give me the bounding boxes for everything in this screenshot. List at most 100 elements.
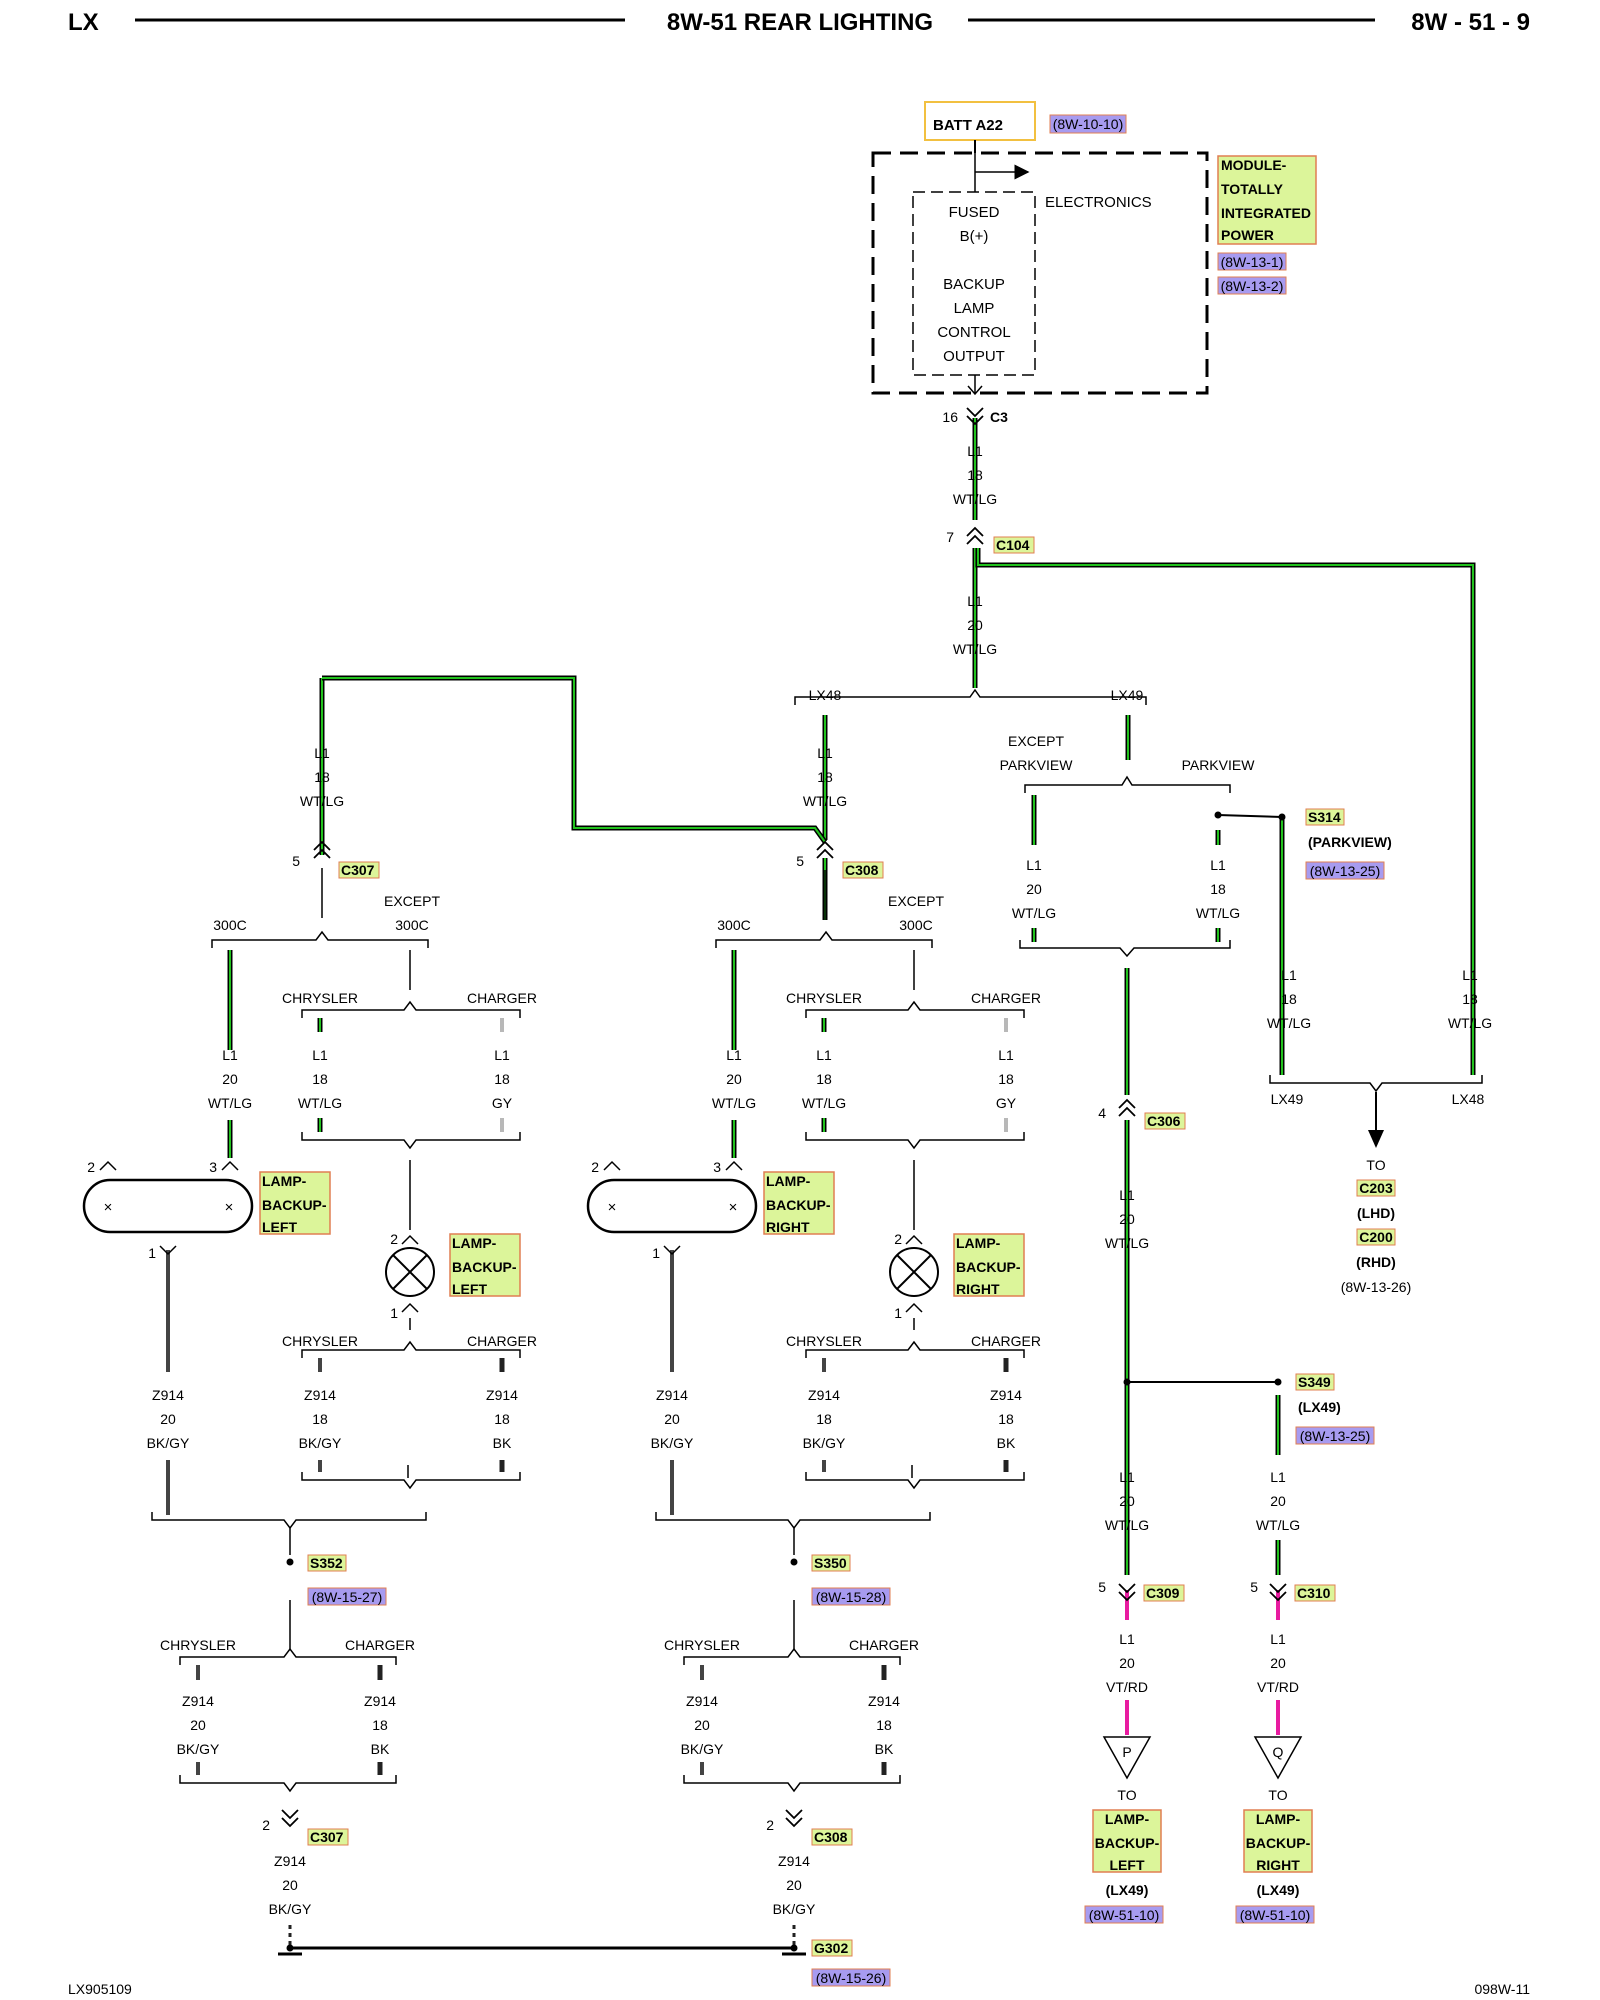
lamp-name-line: RIGHT <box>766 1219 810 1235</box>
inner-line: B(+) <box>960 228 989 245</box>
svg-text:WT/LG: WT/LG <box>1448 1015 1492 1031</box>
svg-text:WT/LG: WT/LG <box>1196 905 1240 921</box>
ref-name-line: LAMP- <box>1105 1811 1150 1827</box>
svg-text:18: 18 <box>816 1071 832 1087</box>
option-label: CHRYSLER <box>160 1637 236 1653</box>
pin-label: 3 <box>209 1159 217 1175</box>
inner-line: LAMP <box>954 300 995 317</box>
svg-text:18: 18 <box>998 1071 1014 1087</box>
lamp-name-line: LAMP- <box>262 1173 307 1189</box>
ref-sub: (LX49) <box>1257 1882 1300 1898</box>
inner-line: CONTROL <box>937 324 1010 341</box>
splice-name: S350 <box>814 1555 847 1571</box>
svg-text:Z914: Z914 <box>868 1693 900 1709</box>
connector-pin: 7 <box>946 529 954 545</box>
connector-name: C308 <box>845 862 879 878</box>
splice-name: S352 <box>310 1555 343 1571</box>
bracket-bot-r <box>683 1647 901 1665</box>
ground-wires <box>166 1250 1009 1956</box>
header-right: 8W - 51 - 9 <box>1411 9 1530 36</box>
option-label: EXCEPT <box>888 893 944 909</box>
option-label: EXCEPT <box>1008 733 1064 749</box>
svg-text:WT/LG: WT/LG <box>712 1095 756 1111</box>
svg-text:BK: BK <box>997 1435 1016 1451</box>
module-ref-2[interactable]: (8W-13-2) <box>1221 278 1284 294</box>
svg-text:Z914: Z914 <box>686 1693 718 1709</box>
ref-page[interactable]: (8W-51-10) <box>1240 1907 1311 1923</box>
lamp-name-line: RIGHT <box>956 1281 1000 1297</box>
svg-text:20: 20 <box>664 1411 680 1427</box>
svg-text:×: × <box>225 1199 234 1216</box>
svg-text:L1: L1 <box>1119 1187 1135 1203</box>
svg-text:L1: L1 <box>726 1047 742 1063</box>
svg-text:20: 20 <box>1119 1211 1135 1227</box>
connector-name: C307 <box>341 862 375 878</box>
svg-text:20: 20 <box>1270 1493 1286 1509</box>
svg-text:WT/LG: WT/LG <box>953 641 997 657</box>
module-inner-text: FUSED B(+) BACKUP LAMP CONTROL OUTPUT <box>937 204 1010 365</box>
module-name-line: POWER <box>1221 227 1274 243</box>
pin-label: 1 <box>894 1305 902 1321</box>
splice-ref[interactable]: (8W-13-25) <box>1300 1428 1371 1444</box>
ref-name-line: BACKUP- <box>1246 1835 1311 1851</box>
svg-text:VT/RD: VT/RD <box>1257 1679 1299 1695</box>
svg-text:WT/LG: WT/LG <box>300 793 344 809</box>
connector-name: C309 <box>1146 1585 1180 1601</box>
lamp-name-line: LAMP- <box>452 1235 497 1251</box>
lamp-right-bulb: 2 1 <box>889 1231 939 1321</box>
splice-name: S349 <box>1298 1374 1331 1390</box>
svg-text:BK/GY: BK/GY <box>681 1741 724 1757</box>
svg-text:20: 20 <box>1270 1655 1286 1671</box>
option-label: CHARGER <box>971 990 1041 1006</box>
ref-to: TO <box>1117 1787 1136 1803</box>
connector-name: C104 <box>996 537 1030 553</box>
option-label: LX49 <box>1271 1091 1304 1107</box>
svg-text:Z914: Z914 <box>778 1853 810 1869</box>
svg-text:WT/LG: WT/LG <box>1012 905 1056 921</box>
ground-ref[interactable]: (8W-15-26) <box>816 1970 887 1986</box>
gray-wires <box>500 1018 1008 1132</box>
connector-pin: 5 <box>796 853 804 869</box>
splice-ref[interactable]: (8W-15-27) <box>312 1589 383 1605</box>
connector-name: C306 <box>1147 1113 1181 1129</box>
module-ref-1[interactable]: (8W-13-1) <box>1221 254 1284 270</box>
splice-sub: (PARKVIEW) <box>1308 834 1392 850</box>
svg-text:18: 18 <box>372 1717 388 1733</box>
ref-out-p: P TO LAMP- BACKUP- LEFT (LX49) (8W-51-10… <box>1084 1736 1164 1924</box>
pin-label: 3 <box>713 1159 721 1175</box>
svg-text:20: 20 <box>786 1877 802 1893</box>
svg-text:18: 18 <box>998 1411 1014 1427</box>
connector-pin: 5 <box>1250 1579 1258 1595</box>
connector-name: C308 <box>814 1829 848 1845</box>
option-label: EXCEPT <box>384 893 440 909</box>
svg-text:20: 20 <box>222 1071 238 1087</box>
output-arrow <box>967 385 983 396</box>
module-name-line: TOTALLY <box>1221 181 1284 197</box>
splice-labels: S314 (PARKVIEW) (8W-13-25) S349 (LX49) (… <box>307 808 1392 1987</box>
svg-text:BK: BK <box>493 1435 512 1451</box>
lamp-right-main: × × 2 3 1 <box>586 1159 758 1261</box>
connector-pin: 2 <box>262 1817 270 1833</box>
lamp-name-line: LAMP- <box>766 1173 811 1189</box>
splice-ref[interactable]: (8W-15-28) <box>816 1589 887 1605</box>
splice-ref[interactable]: (8W-13-25) <box>1310 863 1381 879</box>
batt-ref[interactable]: (8W-10-10) <box>1053 116 1124 132</box>
ref-page[interactable]: (8W-51-10) <box>1089 1907 1160 1923</box>
svg-text:20: 20 <box>160 1411 176 1427</box>
svg-text:L1: L1 <box>222 1047 238 1063</box>
lamp-name-line: LEFT <box>262 1219 297 1235</box>
to-block: TO C203 (LHD) C200 (RHD) (8W-13-26) <box>1341 1157 1412 1295</box>
pin-label: 1 <box>652 1245 660 1261</box>
